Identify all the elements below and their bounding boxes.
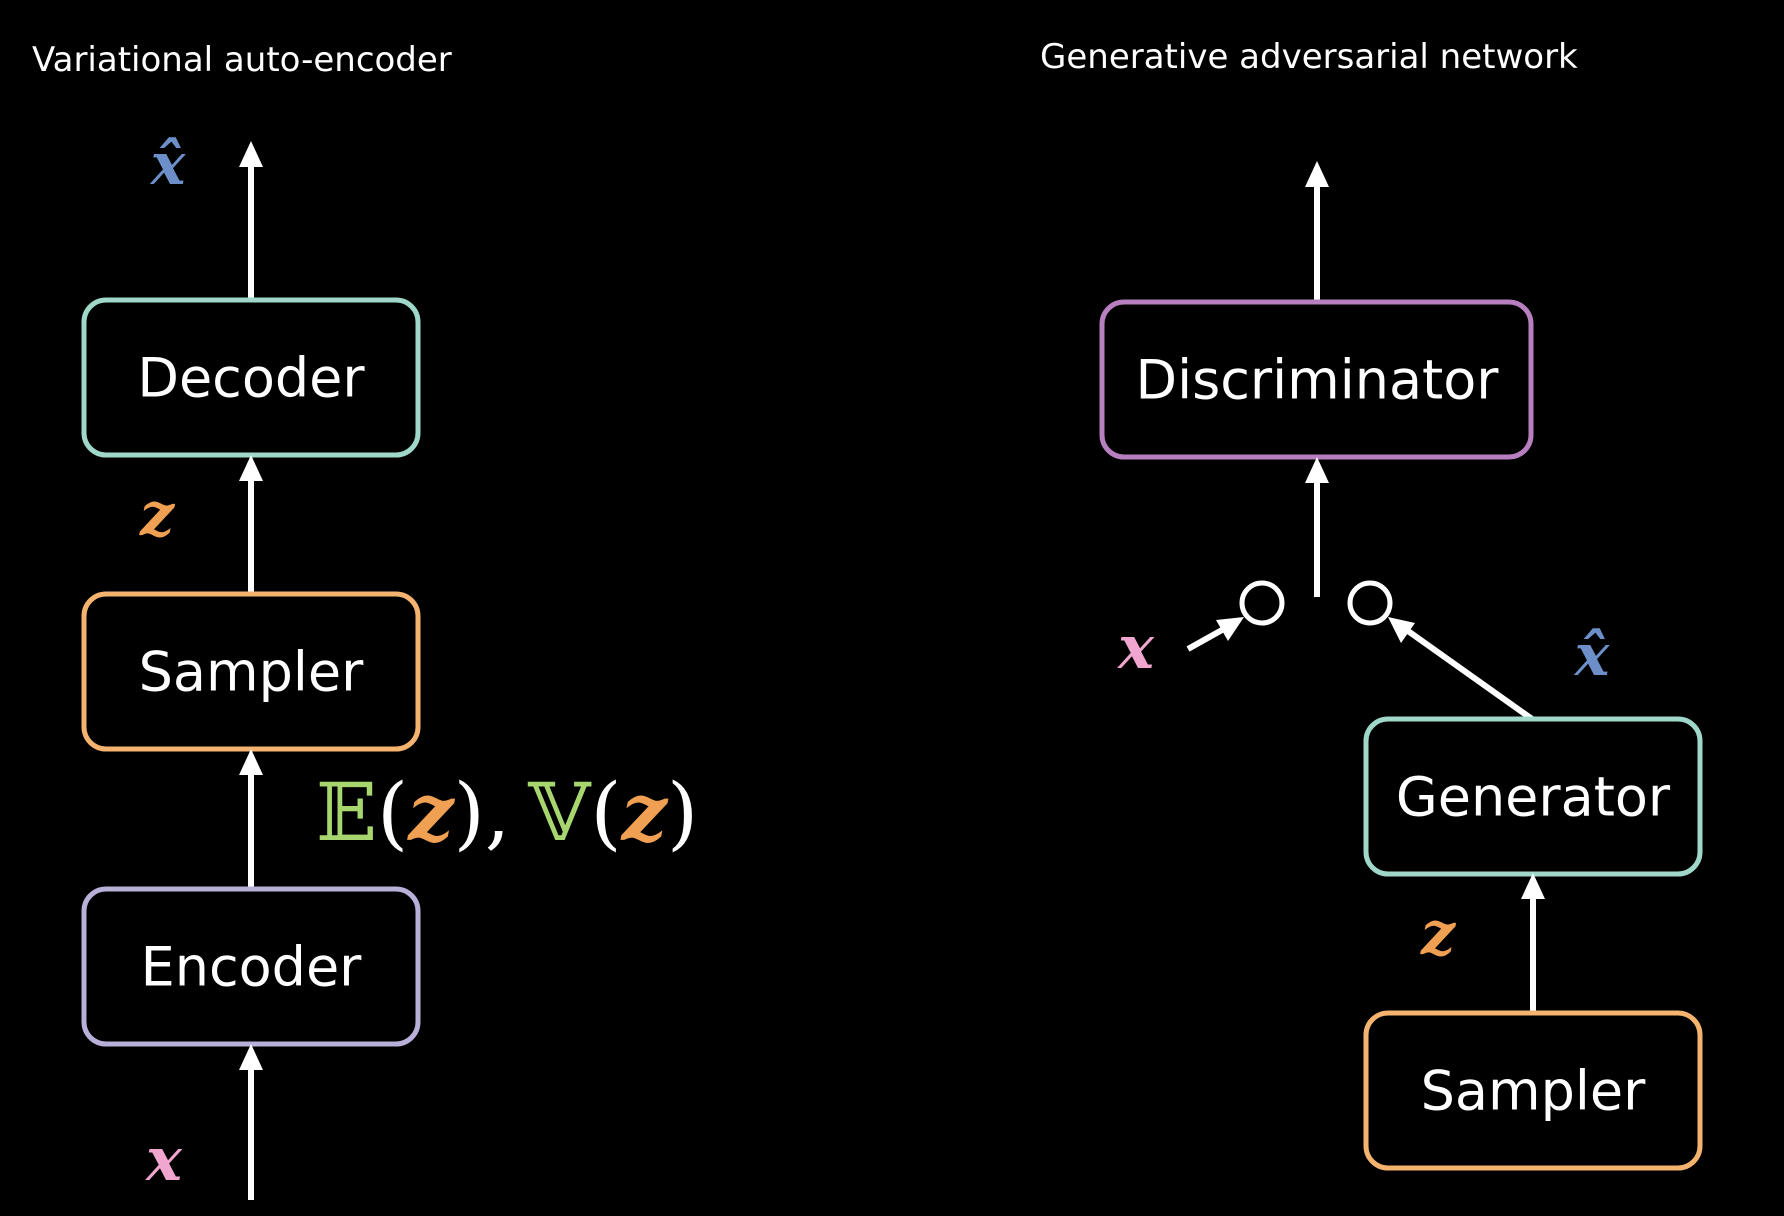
- expectation-symbol: 𝔼: [316, 766, 377, 859]
- vae-expectation-variance-label: 𝔼(z),𝕍(z): [316, 765, 698, 859]
- vae-input-arrow: [239, 1044, 263, 1200]
- vae-sampler-to-decoder-arrow: [239, 455, 263, 594]
- gan-sampler-to-generator-arrow: [1521, 873, 1545, 1013]
- vae-decoder-block: Decoder: [81, 297, 421, 458]
- z-in-variance: z: [620, 765, 669, 859]
- gan-generator-label: Generator: [1396, 766, 1671, 829]
- vae-x-label: x: [144, 1125, 183, 1195]
- gan-title: Generative adversarial network: [1040, 37, 1578, 77]
- vae-decoder-label: Decoder: [137, 347, 365, 410]
- gan-fake-switch-contact: [1347, 580, 1393, 626]
- gan-discriminator-block: Discriminator: [1099, 299, 1534, 460]
- gan-discriminator-label: Discriminator: [1136, 349, 1500, 412]
- vae-encoder-label: Encoder: [141, 936, 363, 999]
- close-paren-1: ): [454, 766, 485, 859]
- vae-x-hat-label: x̂: [149, 130, 187, 198]
- gan-real-input-arrow: [1186, 617, 1244, 652]
- gan-output-arrow: [1305, 161, 1329, 302]
- vae-output-arrow: [239, 141, 263, 300]
- gan-x-label: x: [1116, 613, 1155, 683]
- vae-z-label: z: [139, 480, 176, 550]
- close-paren-2: ): [667, 766, 698, 859]
- open-paren-2: (: [590, 766, 621, 859]
- vae-sampler-label: Sampler: [139, 641, 364, 704]
- gan-generator-block: Generator: [1363, 716, 1703, 877]
- open-paren-1: (: [377, 766, 408, 859]
- gan-x-hat-label: x̂: [1573, 621, 1611, 689]
- vae-encoder-block: Encoder: [81, 886, 421, 1047]
- gan-z-label: z: [1420, 899, 1457, 969]
- gan-generator-to-switch-arrow: [1388, 617, 1534, 722]
- vae-title: Variational auto-encoder: [32, 40, 452, 80]
- vae-sampler-block: Sampler: [81, 591, 421, 752]
- gan-sampler-block: Sampler: [1363, 1010, 1703, 1171]
- z-in-expectation: z: [406, 765, 455, 859]
- comma: ,: [485, 766, 510, 859]
- gan-real-switch-contact: [1239, 580, 1285, 626]
- vae-encoder-to-sampler-arrow: [239, 749, 263, 889]
- variance-symbol: 𝕍: [527, 766, 592, 859]
- gan-switch-to-discriminator-arrow: [1305, 457, 1329, 597]
- gan-sampler-label: Sampler: [1421, 1060, 1646, 1123]
